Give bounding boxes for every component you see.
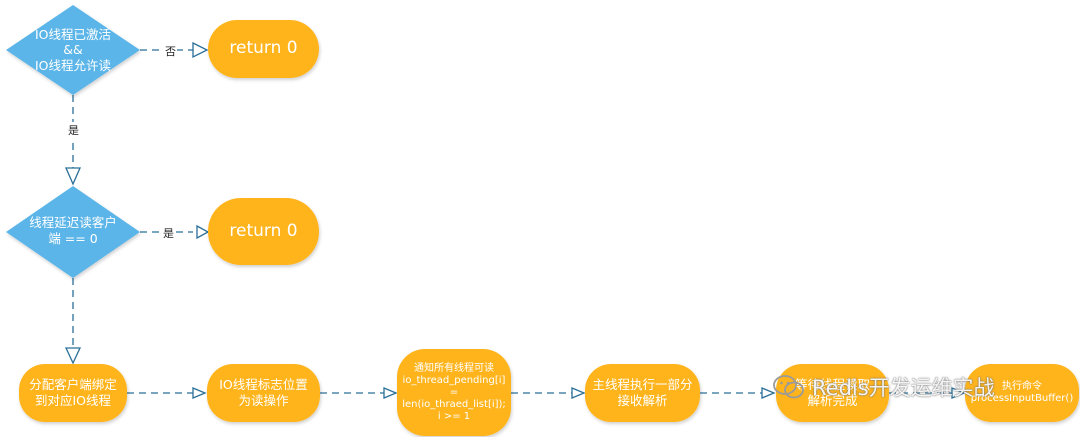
arrowhead-right (196, 224, 210, 240)
arrowhead-right (761, 387, 776, 399)
decision-diamond-active (6, 5, 140, 95)
decision-diamond-delay (6, 186, 140, 278)
assign-shape (19, 364, 127, 422)
execute-shape (965, 364, 1079, 422)
arrowhead-right (951, 387, 966, 399)
return-top-shape (208, 20, 319, 78)
arrowhead-right (571, 387, 586, 399)
arrowheads (64, 41, 966, 399)
edge-label-no: 否 (164, 43, 177, 59)
edge-label-yes-down: 是 (67, 122, 80, 138)
watermark: Redis开发运维实战 (772, 372, 995, 402)
wechat-icon (773, 375, 804, 399)
edge-label-yes-right: 是 (162, 225, 175, 241)
watermark-text: Redis开发运维实战 (812, 376, 995, 400)
main-parse-shape (585, 364, 700, 422)
wait-done-shape (776, 364, 889, 422)
notify-shape (397, 349, 511, 436)
arrowhead-right (192, 387, 207, 399)
arrowhead-down (65, 167, 81, 186)
arrowhead-down (64, 347, 82, 365)
flag-shape (207, 364, 320, 422)
return-mid-shape (208, 198, 319, 265)
edges (72, 49, 953, 394)
arrowhead-right (192, 41, 209, 59)
arrowhead-right (383, 387, 398, 399)
